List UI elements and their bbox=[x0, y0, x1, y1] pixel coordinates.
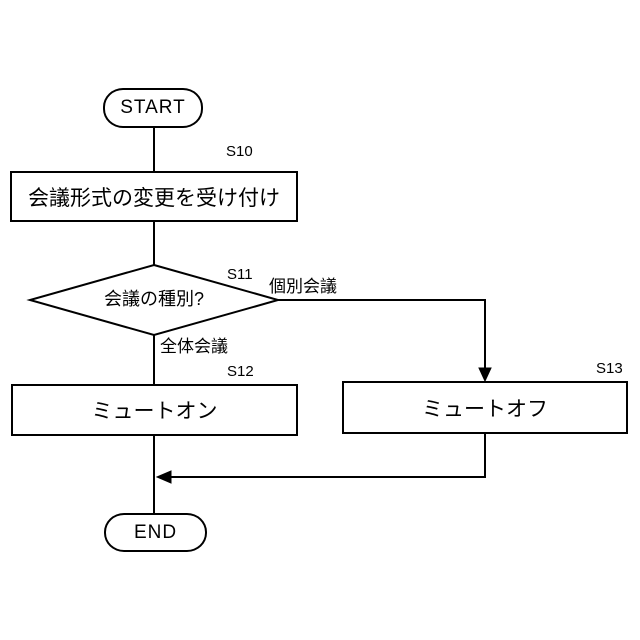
process-s10: 会議形式の変更を受け付け bbox=[10, 171, 298, 222]
end-node: END bbox=[104, 513, 207, 552]
step-label-s12: S12 bbox=[227, 363, 254, 380]
branch-label-all: 全体会議 bbox=[160, 337, 228, 356]
arrowhead-into-s13 bbox=[478, 367, 492, 383]
decision-s11-label: 会議の種別? bbox=[103, 289, 204, 309]
step-label-s13: S13 bbox=[596, 360, 623, 377]
start-node: START bbox=[103, 88, 203, 128]
start-node-label: START bbox=[120, 97, 186, 118]
process-s12-label: ミュートオン bbox=[91, 400, 218, 423]
process-s12: ミュートオン bbox=[11, 384, 298, 436]
step-label-s11: S11 bbox=[227, 266, 253, 283]
step-label-s10: S10 bbox=[226, 143, 253, 160]
arrowhead-merge-left bbox=[155, 470, 172, 484]
process-s13: ミュートオフ bbox=[342, 381, 628, 434]
process-s13-label: ミュートオフ bbox=[422, 397, 548, 421]
process-s10-label: 会議形式の変更を受け付け bbox=[28, 186, 280, 210]
branch-label-individual: 個別会議 bbox=[269, 277, 337, 296]
edge-s11-s13 bbox=[277, 299, 486, 369]
edge-s13-merge bbox=[170, 433, 486, 478]
end-node-label: END bbox=[133, 521, 178, 543]
